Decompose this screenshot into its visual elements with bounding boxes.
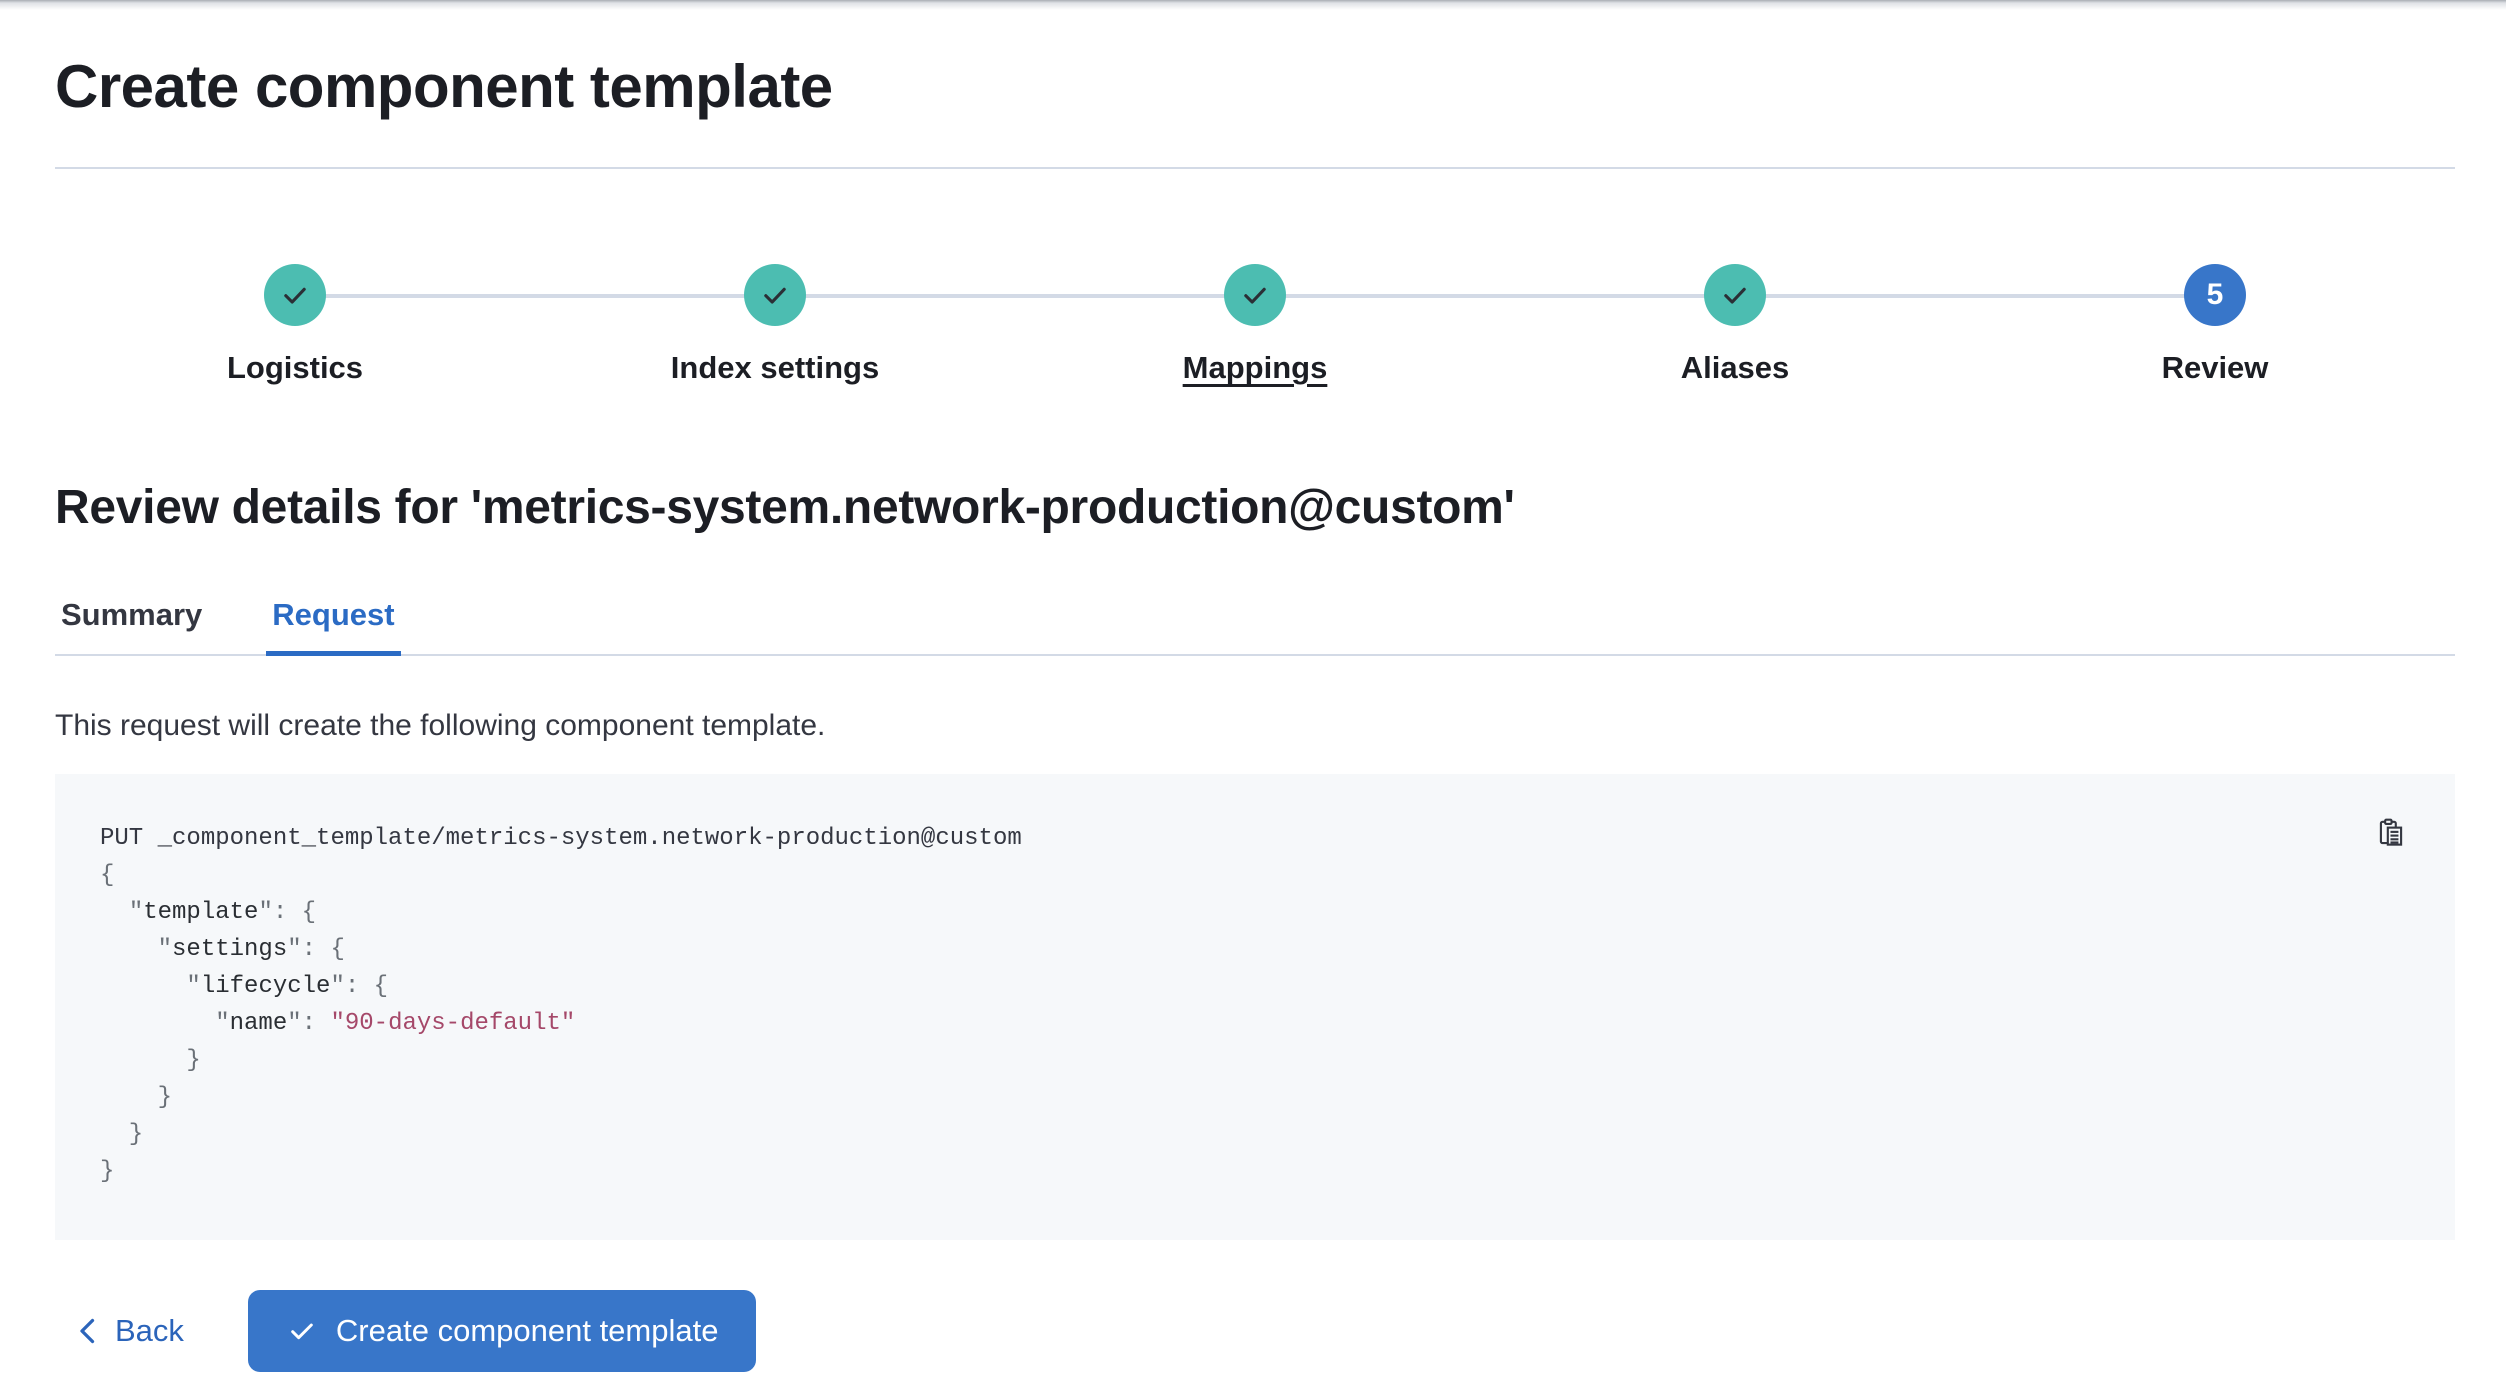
- create-component-template-button[interactable]: Create component template: [247, 1290, 757, 1372]
- request-code: PUT _component_template/metrics-system.n…: [100, 825, 1022, 1185]
- step-connector: [1495, 294, 1735, 298]
- step-aliases[interactable]: Aliases: [1495, 264, 1975, 386]
- step-label: Index settings: [670, 350, 880, 385]
- step-complete-circle: [744, 264, 806, 326]
- step-complete-circle: [264, 264, 326, 326]
- step-connector: [775, 294, 1015, 298]
- request-code-block: PUT _component_template/metrics-system.n…: [55, 774, 2455, 1240]
- copy-clipboard-icon: [2374, 817, 2408, 851]
- step-label: Review: [2161, 350, 2269, 385]
- back-button-label: Back: [115, 1313, 184, 1348]
- window-top-edge: [0, 0, 2506, 10]
- step-logistics[interactable]: Logistics: [55, 264, 535, 386]
- title-divider: [55, 167, 2455, 169]
- back-button[interactable]: Back: [75, 1313, 184, 1349]
- step-complete-circle: [1704, 264, 1766, 326]
- review-tabs: Summary Request: [55, 595, 2455, 656]
- step-number-circle: 5: [2184, 264, 2246, 326]
- step-connector: [1255, 294, 1495, 298]
- step-label: Aliases: [1680, 350, 1790, 385]
- step-connector: [1975, 294, 2215, 298]
- step-mappings[interactable]: Mappings: [1015, 264, 1495, 386]
- check-icon: [1718, 278, 1752, 312]
- check-icon: [286, 1315, 318, 1347]
- check-icon: [278, 278, 312, 312]
- step-connector: [1015, 294, 1255, 298]
- review-details-heading: Review details for 'metrics-system.netwo…: [55, 481, 1515, 534]
- copy-to-clipboard-button[interactable]: [2371, 814, 2411, 854]
- step-label: Mappings: [1182, 350, 1328, 385]
- step-connector: [1735, 294, 1975, 298]
- step-label: Logistics: [226, 350, 364, 385]
- create-component-template-page: Create component template Logistics Index…: [0, 52, 2506, 1372]
- tab-request[interactable]: Request: [266, 595, 401, 656]
- create-button-label: Create component template: [335, 1313, 719, 1348]
- wizard-footer: Back Create component template: [55, 1290, 2455, 1372]
- tab-summary[interactable]: Summary: [61, 597, 203, 632]
- step-index-settings[interactable]: Index settings: [535, 264, 1015, 386]
- request-description: This request will create the following c…: [55, 709, 826, 742]
- step-connector: [295, 294, 535, 298]
- check-icon: [758, 278, 792, 312]
- check-icon: [1238, 278, 1272, 312]
- step-connector: [535, 294, 775, 298]
- chevron-left-icon: [75, 1316, 101, 1346]
- step-complete-circle: [1224, 264, 1286, 326]
- page-title: Create component template: [55, 53, 833, 120]
